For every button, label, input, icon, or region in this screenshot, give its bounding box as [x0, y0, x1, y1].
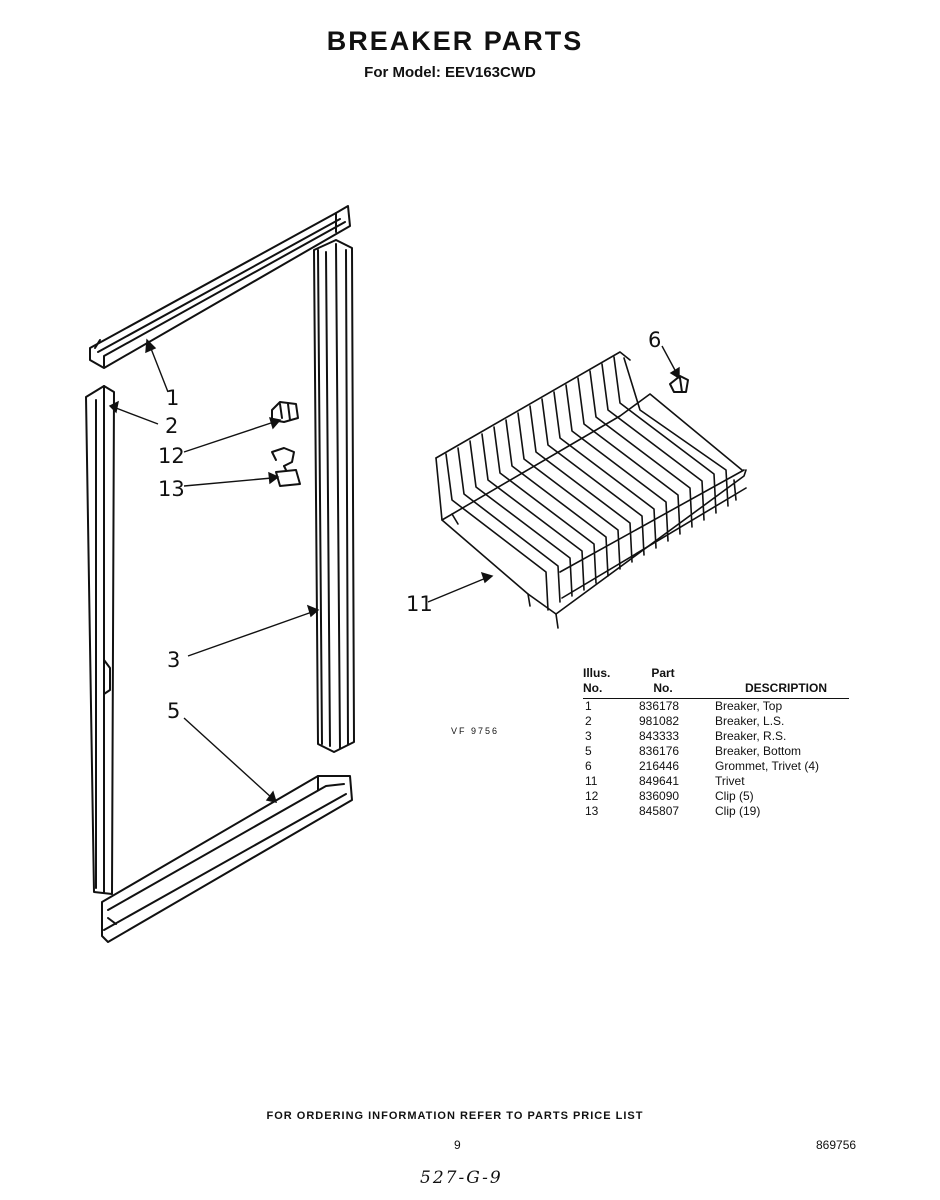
callout-11: 11: [406, 592, 433, 616]
part-number: 836176: [639, 744, 680, 758]
part-description: Grommet, Trivet (4): [715, 759, 820, 773]
illus-number: 3: [585, 729, 592, 743]
part-description: Trivet: [715, 774, 745, 788]
header-illus-line1: Illus.: [583, 666, 611, 680]
callout-6: 6: [648, 328, 662, 352]
parts-table: Illus. No. Part No. DESCRIPTION 1 836178…: [583, 666, 850, 819]
part-description: Clip (19): [715, 804, 761, 818]
illus-number: 11: [585, 774, 598, 788]
figure-code: VF 9756: [451, 726, 500, 736]
header-part-line2: No.: [653, 681, 673, 695]
part-number: 981082: [639, 714, 680, 728]
callout-13: 13: [158, 477, 185, 501]
illus-number: 6: [585, 759, 592, 773]
breaker-bottom-part: [101, 775, 353, 943]
table-row: 6 216446 Grommet, Trivet (4): [583, 759, 849, 774]
clip-13-part: [271, 447, 301, 487]
part-number: 836178: [639, 699, 680, 713]
page-number: 9: [454, 1138, 461, 1152]
header-illus-no: Illus. No.: [583, 666, 623, 699]
illus-number: 5: [585, 744, 592, 758]
handwritten-note: 527-G-9: [420, 1168, 503, 1188]
trivet-11-part: [435, 351, 747, 629]
callout-1: 1: [166, 386, 180, 410]
table-row: 2 981082 Breaker, L.S.: [583, 714, 849, 729]
header-part-line1: Part: [651, 666, 675, 680]
document-number: 869756: [816, 1138, 857, 1152]
part-description: Breaker, Top: [715, 699, 783, 713]
model-subtitle: For Model: EEV163CWD: [364, 64, 536, 81]
callout-3: 3: [167, 648, 181, 672]
callout-12: 12: [158, 444, 185, 468]
part-number: 845807: [639, 804, 680, 818]
part-description: Breaker, Bottom: [715, 744, 802, 758]
callout-5: 5: [167, 699, 181, 723]
callout-2: 2: [165, 414, 179, 438]
illus-number: 1: [585, 699, 592, 713]
ordering-note: FOR ORDERING INFORMATION REFER TO PARTS …: [266, 1110, 644, 1122]
table-row: 13 845807 Clip (19): [583, 804, 849, 819]
part-description: Breaker, L.S.: [715, 714, 785, 728]
illus-number: 12: [585, 789, 599, 803]
table-row: 11 849641 Trivet: [583, 774, 849, 789]
header-part-no: Part No.: [623, 666, 715, 699]
part-description: Clip (5): [715, 789, 754, 803]
breaker-top-part: [89, 205, 351, 369]
part-number: 216446: [639, 759, 680, 773]
page-title: BREAKER PARTS: [326, 26, 584, 56]
breaker-right-side-part: [313, 239, 355, 753]
table-row: 12 836090 Clip (5): [583, 789, 849, 804]
breaker-left-side-part: [85, 385, 115, 895]
illus-number: 13: [585, 804, 599, 818]
part-description: Breaker, R.S.: [715, 729, 787, 743]
part-number: 836090: [639, 789, 680, 803]
part-number: 849641: [639, 774, 680, 788]
table-row: 3 843333 Breaker, R.S.: [583, 729, 849, 744]
header-illus-line2: No.: [583, 681, 603, 695]
header-description: DESCRIPTION: [715, 666, 850, 699]
table-row: 5 836176 Breaker, Bottom: [583, 744, 849, 759]
parts-table-header: Illus. No. Part No. DESCRIPTION: [583, 666, 850, 699]
table-row: 1 836178 Breaker, Top: [583, 699, 849, 715]
part-number: 843333: [639, 729, 680, 743]
illus-number: 2: [585, 714, 592, 728]
